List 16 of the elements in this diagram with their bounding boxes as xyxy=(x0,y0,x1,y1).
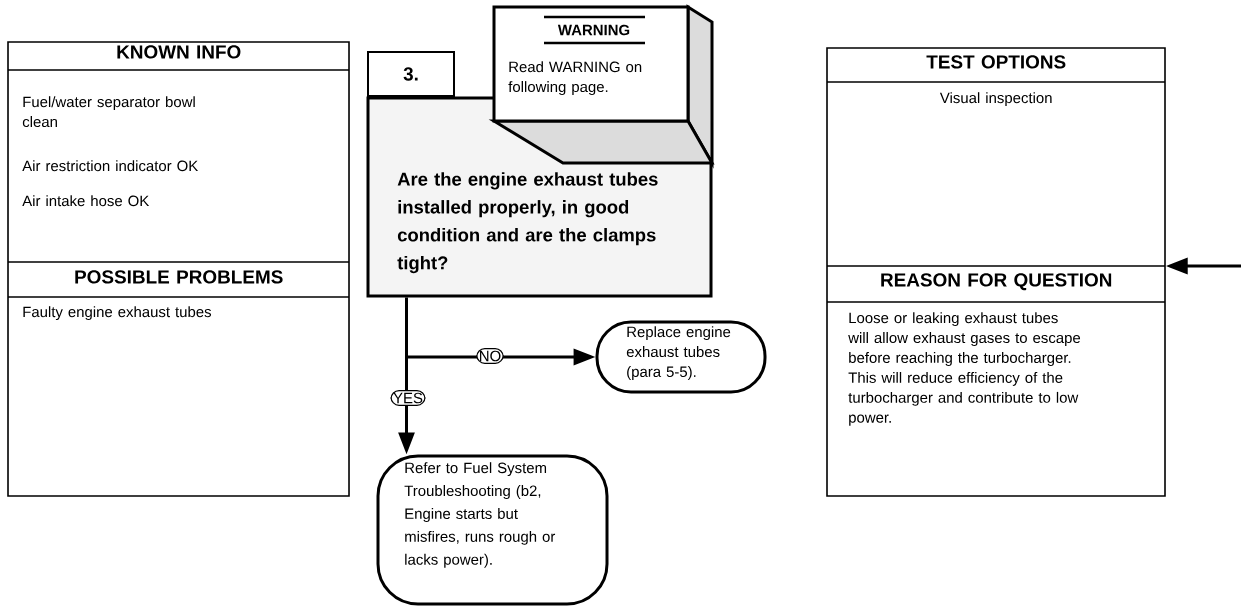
edge-label: NO xyxy=(476,348,504,364)
list-item: Air restriction indicator OK xyxy=(22,160,199,172)
terminal-box: Replace engine exhaust tubes (para 5-5). xyxy=(595,320,767,394)
list-item: Air intake hose OK xyxy=(22,195,150,207)
connector-line xyxy=(405,297,408,357)
body-text: Visual inspection xyxy=(939,92,1052,107)
terminal-box: Refer to Fuel System Troubleshooting (b2, Engine starts but misfires, runs rough or lacks power). xyxy=(376,454,609,606)
list-item: Fuel/water separator bowl clean xyxy=(22,96,195,128)
body-text: Loose or leaking exhaust tubes will allow exhaust gases to escape before reaching the turbocharger. This will reduce efficiency of the turbocharger and contribute to low power. xyxy=(848,312,1081,426)
step-number-box: 3. xyxy=(367,51,455,97)
list-item: Faulty engine exhaust tubes xyxy=(23,306,212,321)
edge-label: YES xyxy=(390,390,426,406)
panel-heading: KNOWN INFO xyxy=(117,45,241,59)
panel-heading: REASON FOR QUESTION xyxy=(881,273,1112,291)
panel-heading: POSSIBLE PROBLEMS xyxy=(75,270,283,284)
panel-heading: TEST OPTIONS xyxy=(926,55,1066,69)
